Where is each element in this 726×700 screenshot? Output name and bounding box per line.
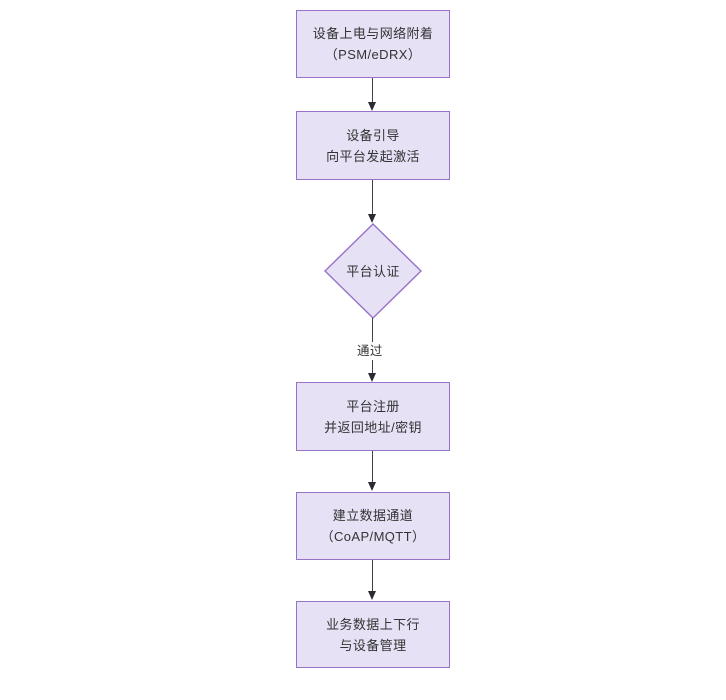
node-platform-register[interactable]: 平台注册 并返回地址/密钥 (296, 382, 450, 451)
node-platform-register-line2: 并返回地址/密钥 (324, 419, 422, 435)
edge-power-on-to-bootstrap (368, 78, 382, 111)
edge-register-to-data-channel (368, 451, 382, 492)
node-data-channel-line2: （CoAP/MQTT） (320, 529, 426, 544)
node-platform-register-line1: 平台注册 (346, 398, 400, 414)
arrow-head-icon (368, 102, 377, 111)
edge-bootstrap-to-platform-auth (368, 180, 382, 224)
node-business-data-line2: 与设备管理 (339, 637, 407, 653)
diamond-shape-icon (323, 223, 423, 319)
node-bootstrap-line1: 设备引导 (346, 127, 400, 143)
node-platform-auth[interactable]: 平台认证 (323, 223, 423, 319)
edge-line (372, 180, 374, 215)
node-power-on-line2: （PSM/eDRX） (324, 47, 422, 62)
node-business-data-line1: 业务数据上下行 (326, 616, 420, 632)
edge-line (372, 560, 374, 592)
node-power-on-line1: 设备上电与网络附着 (312, 26, 434, 41)
arrow-head-icon (368, 373, 377, 382)
arrow-head-icon (368, 214, 377, 223)
edge-line (372, 78, 374, 103)
node-power-on[interactable]: 设备上电与网络附着 （PSM/eDRX） (296, 10, 450, 78)
node-data-channel-line1: 建立数据通道 (332, 508, 414, 523)
arrow-head-icon (368, 591, 377, 600)
node-bootstrap-line2: 向平台发起激活 (326, 148, 420, 164)
arrow-head-icon (368, 482, 377, 491)
edge-line (372, 451, 374, 483)
edge-data-channel-to-business (368, 560, 382, 601)
node-business-data[interactable]: 业务数据上下行 与设备管理 (296, 601, 450, 668)
node-data-channel[interactable]: 建立数据通道 （CoAP/MQTT） (296, 492, 450, 560)
node-bootstrap[interactable]: 设备引导 向平台发起激活 (296, 111, 450, 180)
edge-label-pass: 通过 (354, 342, 386, 360)
